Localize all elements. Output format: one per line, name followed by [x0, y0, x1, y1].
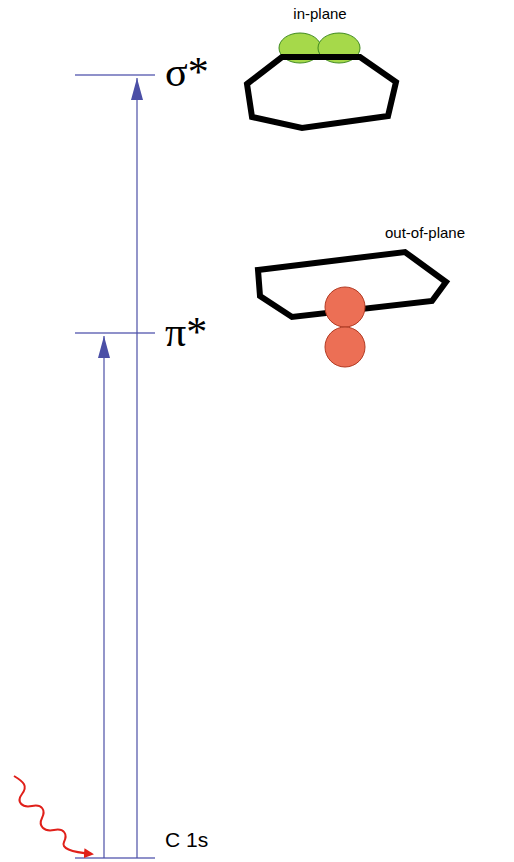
- level-name-holder: σ*: [165, 48, 209, 96]
- photon-wave: [14, 776, 92, 854]
- sigma-level: [75, 74, 155, 75]
- sigma-arrowhead: [131, 78, 143, 100]
- level-name: π*: [165, 309, 207, 355]
- level-name-holder: π*: [165, 308, 207, 356]
- sigma-transition-line: [136, 78, 137, 858]
- out-of-plane-orbital: [258, 252, 446, 367]
- orbital-caption-holder: in-plane: [293, 5, 346, 23]
- in-plane-orbital: [247, 33, 396, 128]
- pi-arrowhead: [98, 336, 110, 358]
- core-level: [75, 857, 155, 858]
- level-name: σ*: [165, 49, 209, 95]
- pi-level: [75, 332, 155, 333]
- orbital-caption-holder: out-of-plane: [385, 224, 465, 242]
- orbital-caption: out-of-plane: [385, 224, 465, 241]
- pi-transition-line: [103, 336, 104, 858]
- ring-outline: [247, 57, 396, 128]
- pi-lobe: [325, 287, 365, 327]
- orbital-caption: in-plane: [293, 5, 346, 22]
- pi-lobe: [325, 327, 365, 367]
- level-name: C 1s: [165, 828, 208, 851]
- level-name-holder: C 1s: [165, 828, 208, 852]
